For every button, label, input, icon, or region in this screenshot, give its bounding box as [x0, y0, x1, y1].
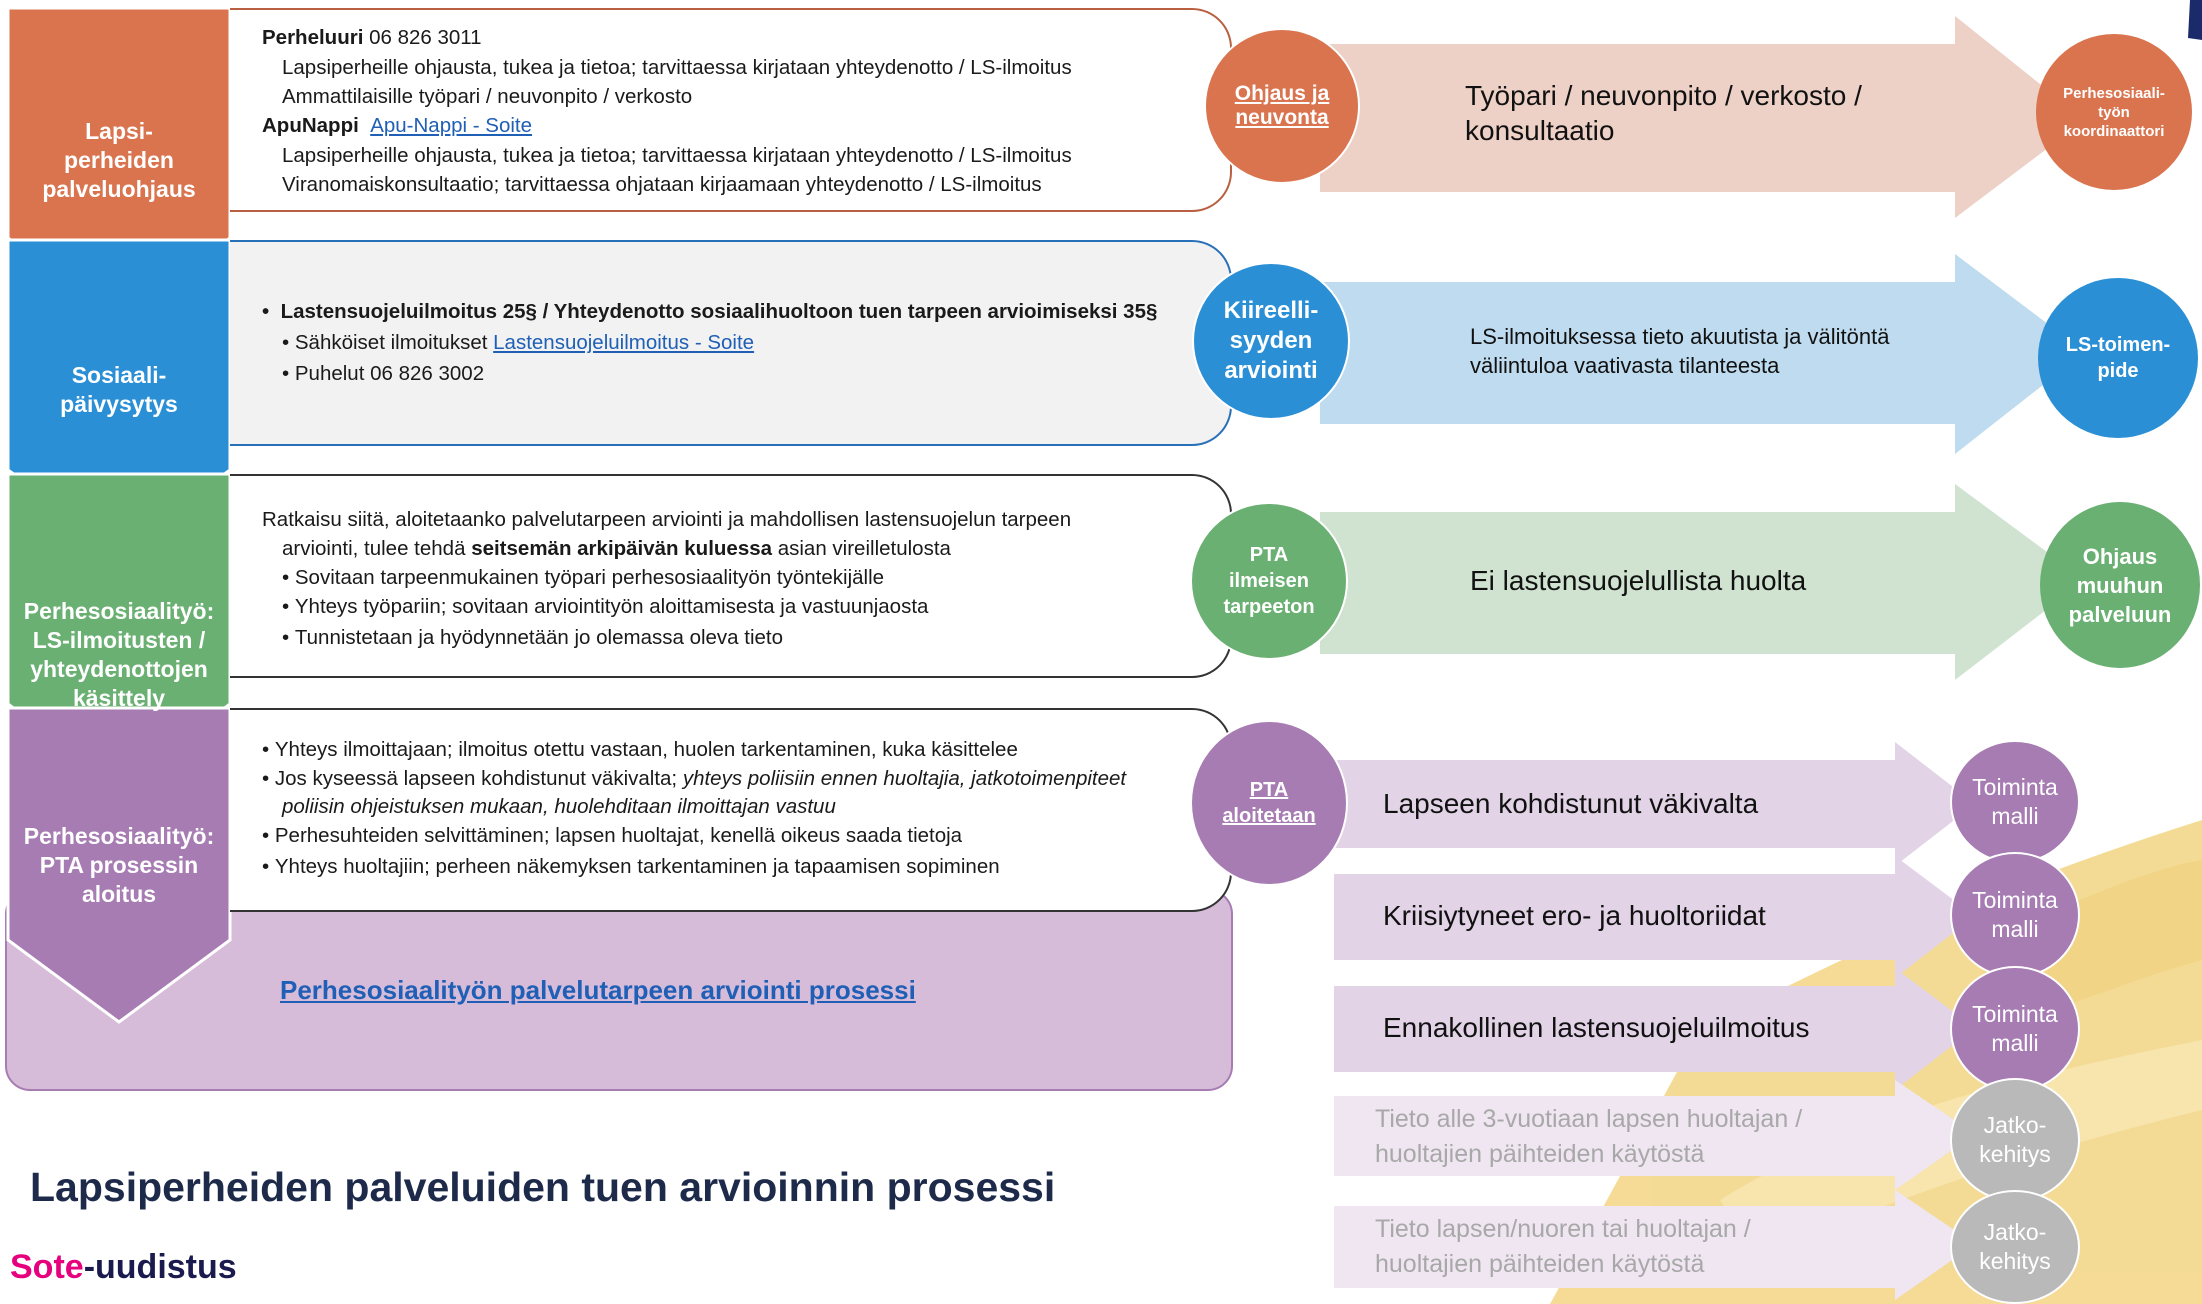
circle-pta-aloitetaan[interactable]: PTA aloitetaan [1190, 720, 1348, 886]
circle-pta-aloitetaan-label[interactable]: PTA aloitetaan [1222, 779, 1316, 827]
box3-line2-bold: seitsemän arkipäivän kuluessa [471, 537, 773, 560]
pta-circle-2: Toiminta malli [1950, 852, 2080, 978]
box4-bullet3: • Perhesuhteiden selvittäminen; lapsen h… [262, 824, 963, 847]
info-box-palveluohjaus: Perheluuri 06 826 3011 Lapsiperheille oh… [230, 8, 1232, 212]
box3-bullet1-text: Sovitaan tarpeenmukainen työpari perheso… [294, 566, 885, 589]
box3-line2-post: asian vireilletulosta [772, 537, 951, 560]
box4-bullet2-italic: yhteys poliisiin ennen huoltajia, jatkot… [682, 767, 1127, 790]
box3-bullet2: • Yhteys työpariin; sovitaan arviointity… [282, 595, 929, 618]
perheluuri-title: Perheluuri [262, 26, 364, 49]
box4-bullet1: • Yhteys ilmoittajaan; ilmoitus otettu v… [262, 738, 1018, 761]
brand-logo: Sote-uudistus [10, 1248, 237, 1287]
circle-ohjaus-label[interactable]: Ohjaus ja neuvonta [1234, 82, 1330, 129]
circle-ohjaus-neuvonta[interactable]: Ohjaus ja neuvonta [1204, 28, 1360, 184]
circle-pta-tarpeeton: PTA ilmeisen tarpeeton [1190, 502, 1348, 660]
pta-item-2-text: Kriisiytyneet ero- ja huoltoriidat [1383, 900, 1766, 931]
arrow-row1 [1320, 16, 2085, 218]
circle-kiireellisyys-label: Kiireelli- syyden arviointi [1223, 297, 1319, 384]
box4-bullet1-text: Yhteys ilmoittajaan; ilmoitus otettu vas… [274, 738, 1018, 761]
arrow-row2 [1320, 254, 2085, 454]
end-circle-ls-toimenpide: LS-toimen- pide [2038, 278, 2198, 438]
pta-circle-3: Toiminta malli [1950, 966, 2080, 1092]
process-link-wrap: Perhesosiaalityön palvelutarpeen arvioin… [280, 975, 916, 1006]
circle-kiireellisyys: Kiireelli- syyden arviointi [1192, 262, 1350, 420]
box2-main-text: Lastensuojeluilmoitus 25§ / Yhteydenotto… [280, 300, 1158, 323]
arrow-text-row3: Ei lastensuojelullista huolta [1470, 565, 1807, 596]
pta-arrow-4 [1334, 1080, 1975, 1190]
pta-item-1-text: Lapseen kohdistunut väkivalta [1383, 788, 1759, 819]
box3-bullet3: • Tunnistetaan ja hyödynnetään jo olemas… [282, 626, 784, 649]
arrow-text-row2: LS-ilmoituksessa tieto akuutista ja väli… [1470, 324, 1890, 378]
box2-sub1: • Sähköiset ilmoitukset Lastensuojeluilm… [282, 331, 755, 354]
perheluuri-line: Perheluuri 06 826 3011 [262, 26, 482, 50]
box2-sub2-text: Puhelut 06 826 3002 [294, 362, 485, 385]
lastensuojeluilmoitus-link[interactable]: Lastensuojeluilmoitus - Soite [493, 331, 755, 354]
box4-bullet3-text: Perhesuhteiden selvittäminen; lapsen huo… [274, 824, 963, 847]
pta-circle-3-label: Toiminta malli [1972, 1001, 2058, 1056]
pta-arrow-2 [1334, 856, 1975, 978]
box4-bullet4: • Yhteys huoltajiin; perheen näkemyksen … [262, 855, 1000, 878]
apunappi-line: ApuNappi Apu-Nappi - Soite [262, 114, 532, 138]
arrow-text-row1: Työpari / neuvonpito / verkosto / konsul… [1465, 80, 1862, 146]
box4-bullet2-cont: poliisin ohjeistuksen mukaan, huolehdita… [282, 795, 836, 818]
end-circle-koordinaattori: Perhesosiaali- työn koordinaattori [2036, 34, 2192, 190]
pta-circle-2-label: Toiminta malli [1972, 887, 2058, 942]
perheluuri-phone: 06 826 3011 [363, 26, 482, 49]
box4-bullet2: • Jos kyseessä lapseen kohdistunut väkiv… [262, 767, 1127, 790]
box3-line1: Ratkaisu siitä, aloitetaanko palvelutarp… [262, 508, 1072, 531]
brand-part1: Sote [10, 1248, 84, 1286]
chevron-label-ls-kasittely: Perhesosiaalityö: LS-ilmoitusten / yhtey… [23, 598, 215, 711]
info-box-pta-aloitus: • Yhteys ilmoittajaan; ilmoitus otettu v… [230, 708, 1232, 912]
info-box-sosiaalipaivystys: • Lastensuojeluilmoitus 25§ / Yhteydenot… [230, 240, 1232, 446]
box1-line5: Lapsiperheille ohjausta, tukea ja tietoa… [282, 144, 1072, 167]
chevron-label-pta-aloitus: Perhesosiaalityö: PTA prosessin aloitus [23, 822, 215, 907]
chevron-pta-aloitus [6, 706, 232, 1024]
arrow-row3 [1320, 484, 2085, 680]
box1-line3: Ammattilaisille työpari / neuvonpito / v… [282, 85, 693, 108]
pta-circle-5-label: Jatko- kehitys [1979, 1219, 2051, 1274]
apunappi-link[interactable]: Apu-Nappi - Soite [370, 114, 533, 137]
end-ls-toimenpide-label: LS-toimen- pide [2065, 334, 2171, 382]
box3-bullet1: • Sovitaan tarpeenmukainen työpari perhe… [282, 566, 885, 589]
box3-bullet2-text: Yhteys työpariin; sovitaan arviointityön… [294, 595, 929, 618]
pta-circle-4-label: Jatko- kehitys [1979, 1112, 2051, 1167]
box2-sub1-text: Sähköiset ilmoitukset [294, 331, 494, 354]
box2-sub2: • Puhelut 06 826 3002 [282, 362, 485, 385]
pta-circle-4: Jatko- kehitys [1950, 1078, 2080, 1202]
process-link[interactable]: Perhesosiaalityön palvelutarpeen arvioin… [280, 975, 916, 1005]
pta-item-5-text: Tieto lapsen/nuoren tai huoltajan / huol… [1375, 1215, 1751, 1278]
pta-arrow-1 [1334, 742, 1975, 866]
pta-item-4-text: Tieto alle 3-vuotiaan lapsen huoltajan /… [1375, 1105, 1803, 1168]
info-box-ls-kasittely: Ratkaisu siitä, aloitetaanko palvelutarp… [230, 474, 1232, 678]
end-ohjaus-muuhun-label: Ohjaus muuhun palveluun [2068, 543, 2172, 627]
box1-line6: Viranomaiskonsultaatio; tarvittaessa ohj… [282, 173, 1042, 196]
pta-circle-1-label: Toiminta malli [1972, 774, 2058, 829]
chevron-label-palveluohjaus: Lapsi- perheiden palveluohjaus [42, 117, 196, 202]
brand-part2: -uudistus [83, 1248, 237, 1286]
logo-fragment-icon [2188, 0, 2202, 40]
box1-line2: Lapsiperheille ohjausta, tukea ja tietoa… [282, 56, 1072, 79]
end-koordinaattori-label: Perhesosiaali- työn koordinaattori [2063, 84, 2165, 140]
pta-circle-1: Toiminta malli [1950, 740, 2080, 864]
box4-bullet4-text: Yhteys huoltajiin; perheen näkemyksen ta… [274, 855, 1000, 878]
box2-main-bullet: • Lastensuojeluilmoitus 25§ / Yhteydenot… [262, 300, 1158, 323]
end-circle-ohjaus-muuhun: Ohjaus muuhun palveluun [2040, 502, 2200, 668]
box3-line2: arviointi, tulee tehdä seitsemän arkipäi… [282, 537, 951, 561]
chevron-label-sosiaalipaivystys: Sosiaali- päivysytys [60, 362, 178, 417]
circle-pta-tarpeeton-label: PTA ilmeisen tarpeeton [1223, 544, 1315, 618]
box3-line2-pre: arviointi, tulee tehdä [282, 537, 472, 560]
pta-arrow-5 [1334, 1190, 1975, 1300]
pta-item-3-text: Ennakollinen lastensuojeluilmoitus [1383, 1012, 1810, 1043]
pta-circle-5: Jatko- kehitys [1950, 1190, 2080, 1304]
box3-bullet3-text: Tunnistetaan ja hyödynnetään jo olemassa… [294, 626, 784, 649]
page-title: Lapsiperheiden palveluiden tuen arvioinn… [30, 1164, 1056, 1210]
pta-arrow-3 [1334, 968, 1975, 1090]
box4-bullet2-pre: Jos kyseessä lapseen kohdistunut väkival… [274, 767, 683, 790]
apunappi-title: ApuNappi [262, 114, 359, 137]
